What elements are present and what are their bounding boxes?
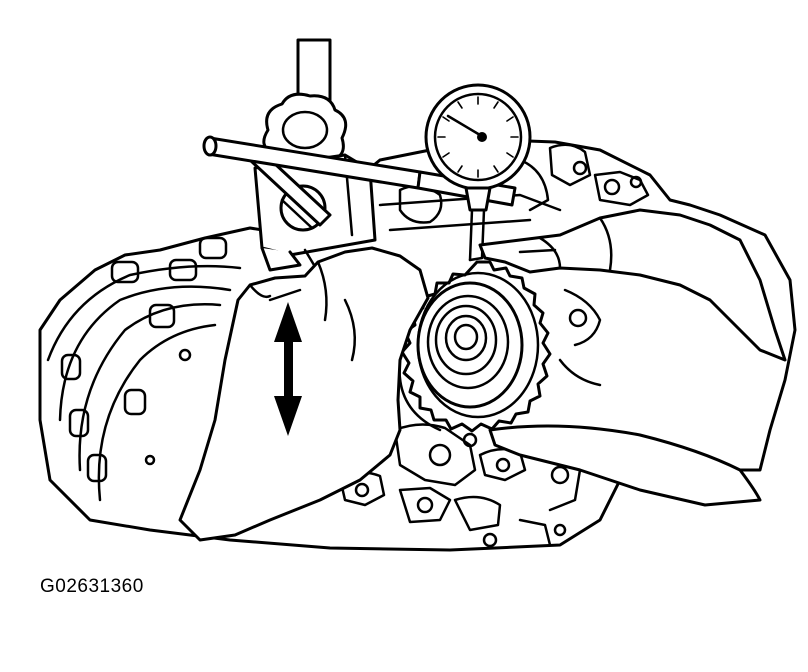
gear-assembly — [398, 260, 552, 433]
right-hand — [478, 208, 787, 362]
gear-backlash-measurement-illustration — [38, 38, 797, 552]
dial-indicator — [424, 83, 532, 262]
left-hand — [178, 246, 430, 542]
dial-indicator-stand — [202, 38, 517, 277]
figure-id-label: G02631360 — [40, 576, 144, 597]
up-down-arrow-icon — [274, 302, 302, 436]
right-forearm — [488, 424, 762, 507]
